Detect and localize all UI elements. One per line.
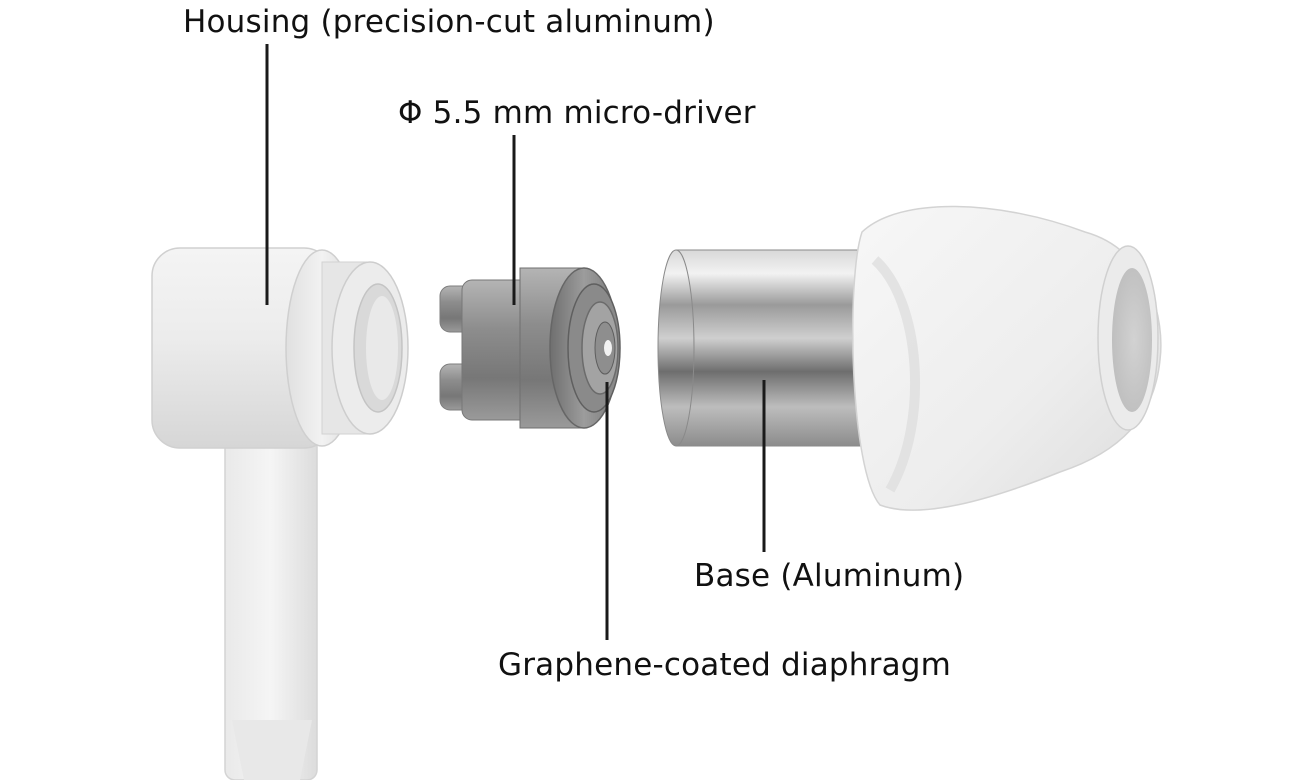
label-housing: Housing (precision-cut aluminum) xyxy=(183,4,715,40)
leader-lines xyxy=(265,44,766,640)
label-base: Base (Aluminum) xyxy=(694,558,965,594)
aluminum-base-part xyxy=(657,249,877,447)
ear-tip-part xyxy=(852,205,1162,511)
housing-part xyxy=(151,247,409,781)
micro-driver-part xyxy=(439,267,621,429)
label-diaphragm: Graphene-coated diaphragm xyxy=(498,647,952,683)
label-micro-driver: Φ 5.5 mm micro-driver xyxy=(398,95,756,131)
